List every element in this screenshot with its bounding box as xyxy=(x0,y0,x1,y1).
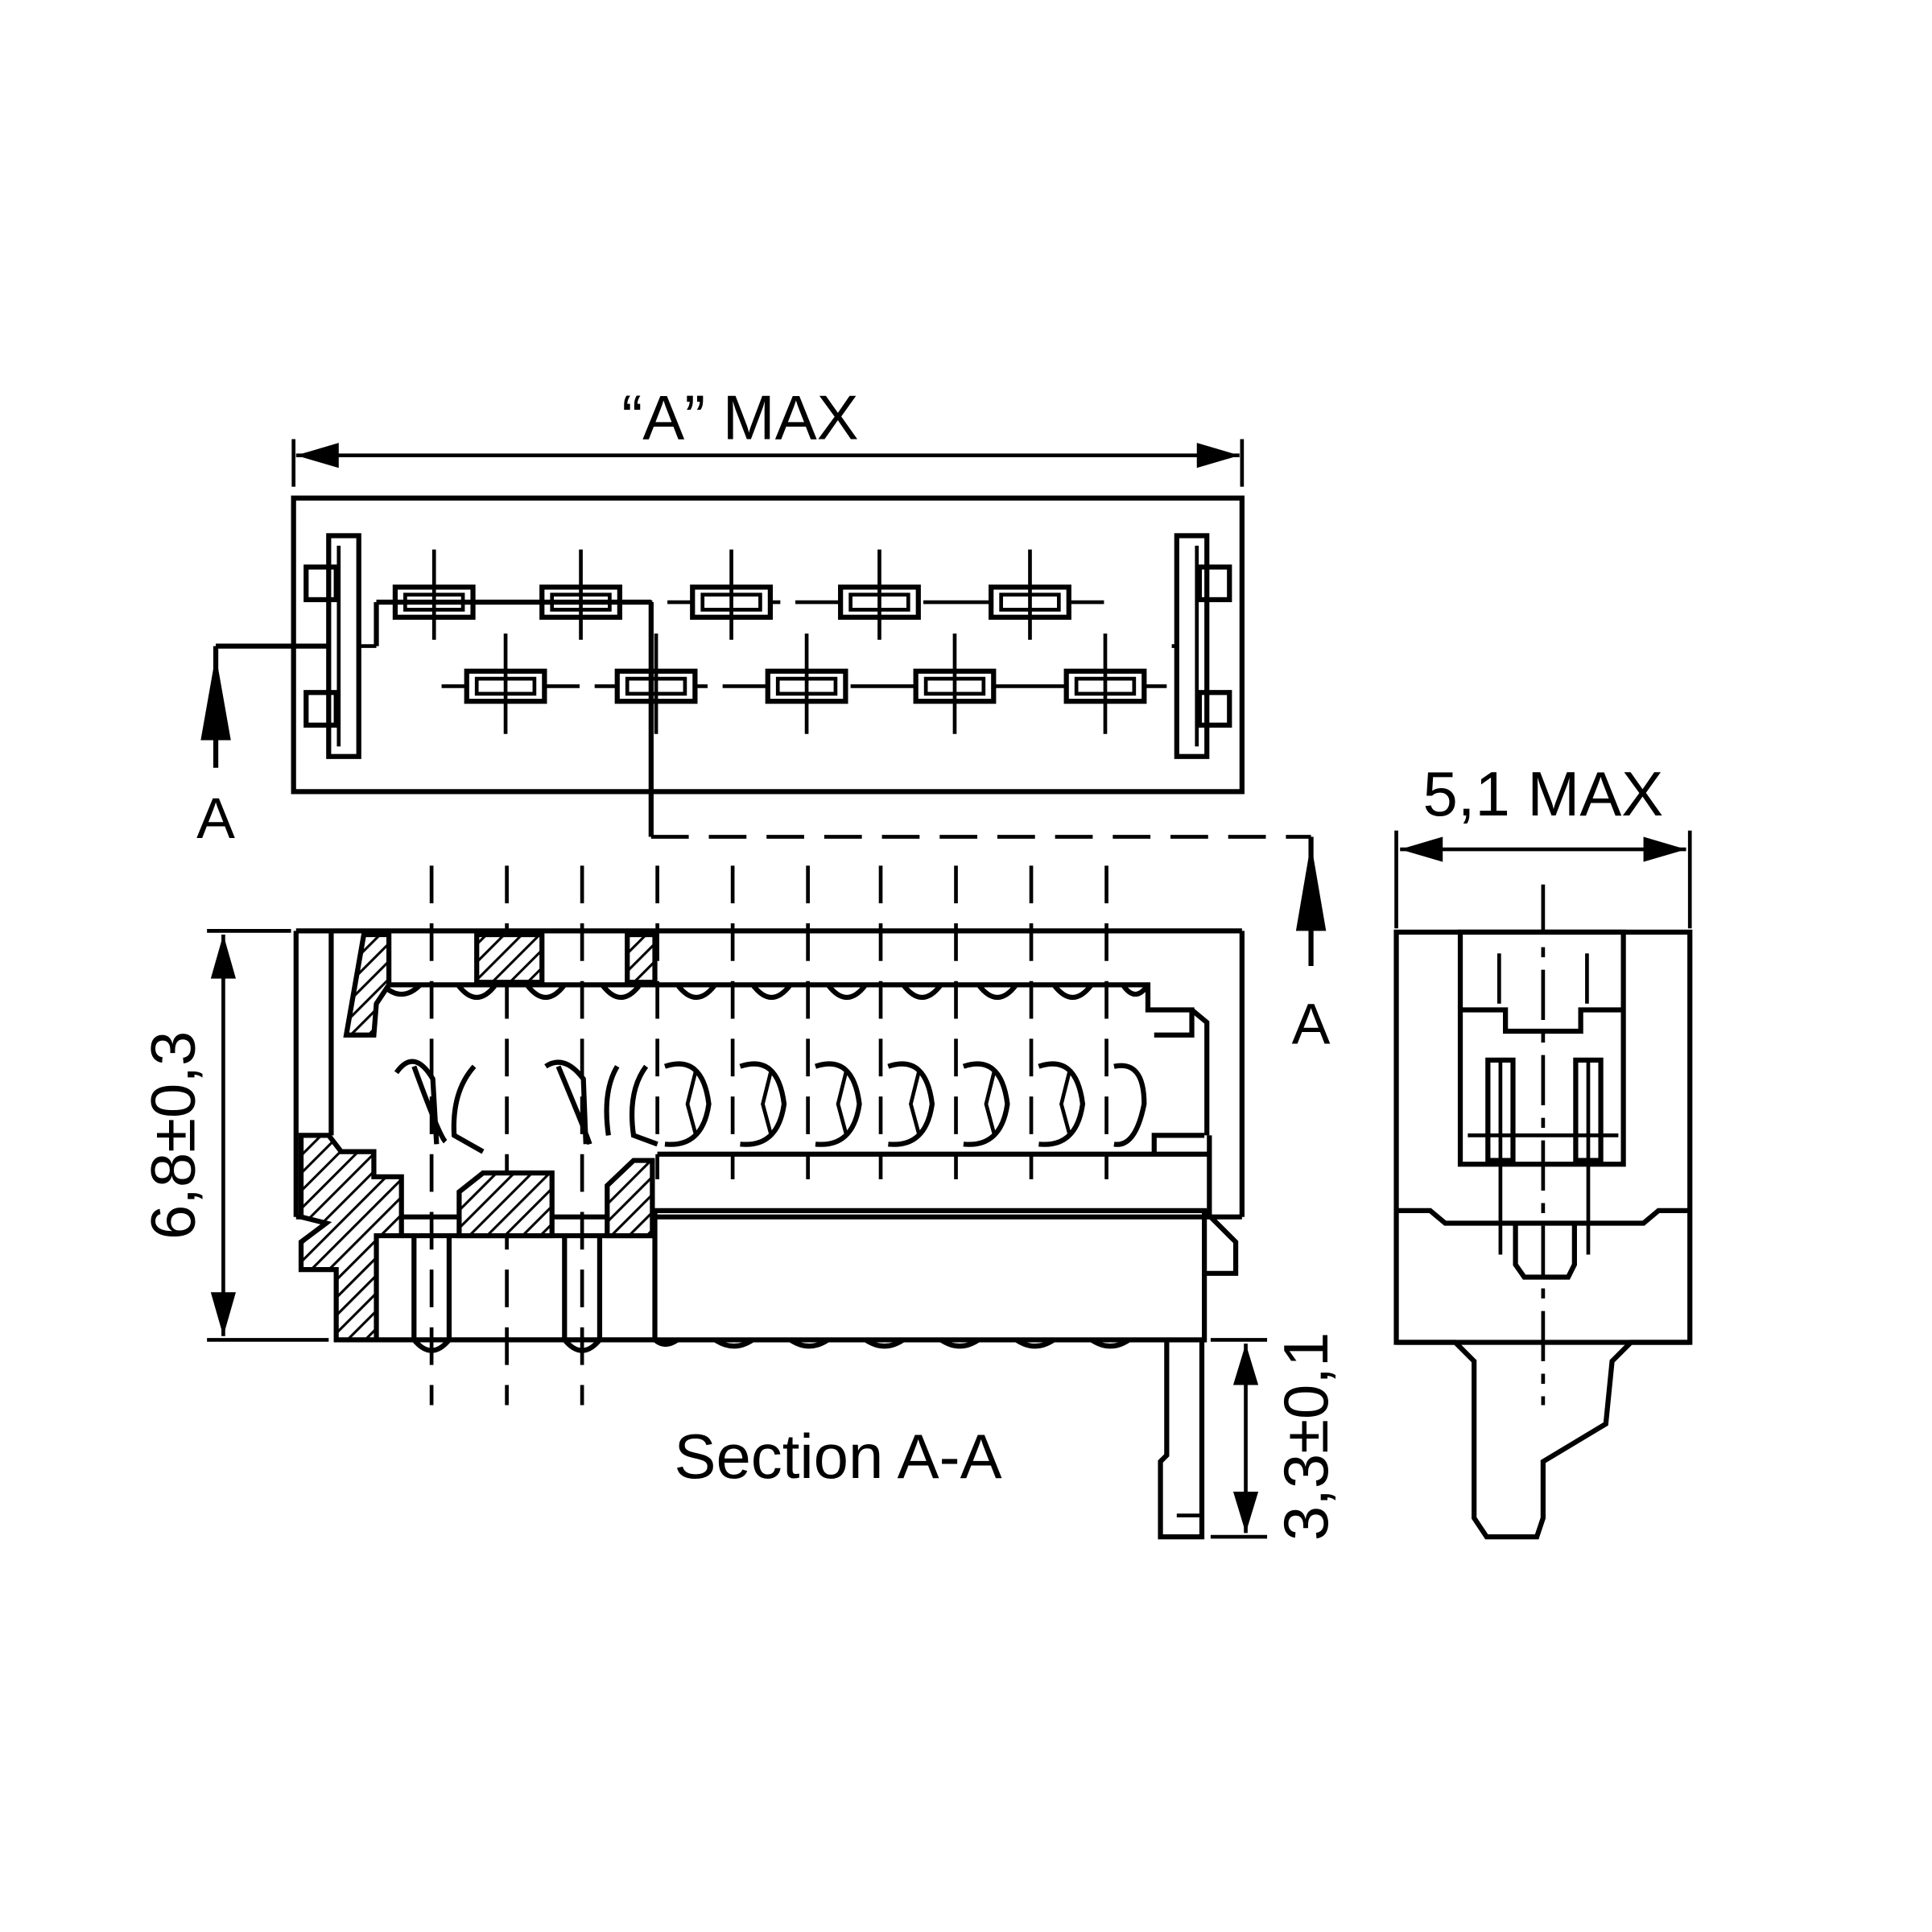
height-dimension-label: 6,8±0,3 xyxy=(138,1031,208,1240)
top-view-outline xyxy=(291,495,1245,795)
contact-springs xyxy=(394,1059,1210,1157)
side-view-body xyxy=(1393,884,1693,1540)
contact xyxy=(392,549,476,640)
right-latch xyxy=(1171,533,1232,759)
contact xyxy=(989,549,1071,640)
depth-dimension-label: 5,1 MAX xyxy=(1422,758,1663,829)
hatched-regions xyxy=(298,931,658,1343)
contact xyxy=(614,634,698,734)
contact xyxy=(838,549,921,640)
depth-dimension: 5,1 MAX xyxy=(1394,758,1692,929)
section-view: 6,8±0,3 3,3±0,1 Section A-A xyxy=(138,865,1341,1541)
top-row-contacts xyxy=(376,549,1104,640)
section-cut-line: A A xyxy=(196,599,1331,1057)
lower-body xyxy=(376,1208,1239,1540)
bottom-row-contacts xyxy=(441,634,1167,734)
contact xyxy=(913,634,997,734)
width-dimension: “A” MAX xyxy=(291,382,1245,487)
pin-length-dimension-label: 3,3±0,1 xyxy=(1270,1332,1341,1541)
side-view: 5,1 MAX xyxy=(1393,758,1693,1540)
contact xyxy=(539,549,622,640)
housing-outline xyxy=(293,928,1245,1220)
pin-length-dimension: 3,3±0,1 xyxy=(1210,1332,1341,1541)
contact xyxy=(765,634,848,734)
top-view: “A” MAX xyxy=(196,382,1331,1056)
width-dimension-label: “A” MAX xyxy=(621,382,858,452)
section-title: Section A-A xyxy=(674,1421,1001,1492)
contact xyxy=(690,549,774,640)
contact xyxy=(464,634,547,734)
section-marker-right: A xyxy=(1292,993,1331,1057)
height-dimension: 6,8±0,3 xyxy=(138,929,329,1342)
section-marker-left: A xyxy=(196,786,235,851)
left-latch xyxy=(303,533,377,759)
contact xyxy=(1063,634,1147,734)
